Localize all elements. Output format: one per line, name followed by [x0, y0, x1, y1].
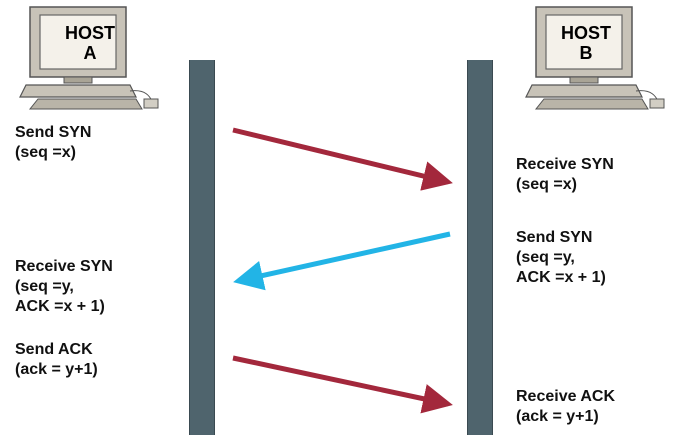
host-b-computer: HOST B — [524, 5, 674, 110]
host-a-send-syn-detail: (seq =x) — [15, 144, 76, 161]
host-b-receive-ack-title: Receive ACK — [516, 388, 616, 405]
host-a-receive-syn-title: Receive SYN — [15, 258, 113, 275]
ack-arrow — [232, 355, 453, 414]
host-a-receive-syn-ack: ACK =x + 1) — [15, 298, 105, 315]
syn-arrow — [232, 127, 453, 191]
host-b-send-syn-ack: ACK =x + 1) — [516, 269, 606, 286]
syn-ack-arrow — [233, 231, 451, 291]
host-b-label-line1: HOST — [560, 23, 611, 43]
host-a-send-syn: Send SYN (seq =x) — [15, 123, 91, 163]
host-b-receive-syn: Receive SYN (seq =x) — [516, 155, 614, 195]
host-a-send-ack-title: Send ACK — [15, 341, 93, 358]
host-a-send-syn-title: Send SYN — [15, 124, 92, 141]
host-a-send-ack: Send ACK (ack = y+1) — [15, 340, 98, 380]
host-b-label-line2: B — [579, 43, 593, 63]
host-a-receive-syn: Receive SYN (seq =y, ACK =x + 1) — [15, 257, 113, 317]
host-b-send-syn-title: Send SYN — [516, 229, 593, 246]
host-b-receive-ack: Receive ACK (ack = y+1) — [516, 387, 615, 427]
host-b-receive-syn-detail: (seq =x) — [516, 176, 577, 193]
host-a-label-line2: A — [83, 43, 97, 63]
host-b-receive-ack-detail: (ack = y+1) — [516, 408, 599, 425]
host-b-send-syn-seq: (seq =y, — [516, 249, 575, 266]
computer-icon — [525, 6, 665, 110]
host-b-timeline — [467, 60, 493, 435]
host-a-timeline — [189, 60, 215, 435]
host-b-receive-syn-title: Receive SYN — [516, 156, 614, 173]
host-a-computer: HOST A — [18, 5, 168, 110]
computer-icon — [19, 6, 159, 110]
host-a-receive-syn-seq: (seq =y, — [15, 278, 74, 295]
host-b-send-syn: Send SYN (seq =y, ACK =x + 1) — [516, 228, 606, 288]
host-a-send-ack-detail: (ack = y+1) — [15, 361, 98, 378]
host-a-label-line1: HOST — [64, 23, 115, 43]
